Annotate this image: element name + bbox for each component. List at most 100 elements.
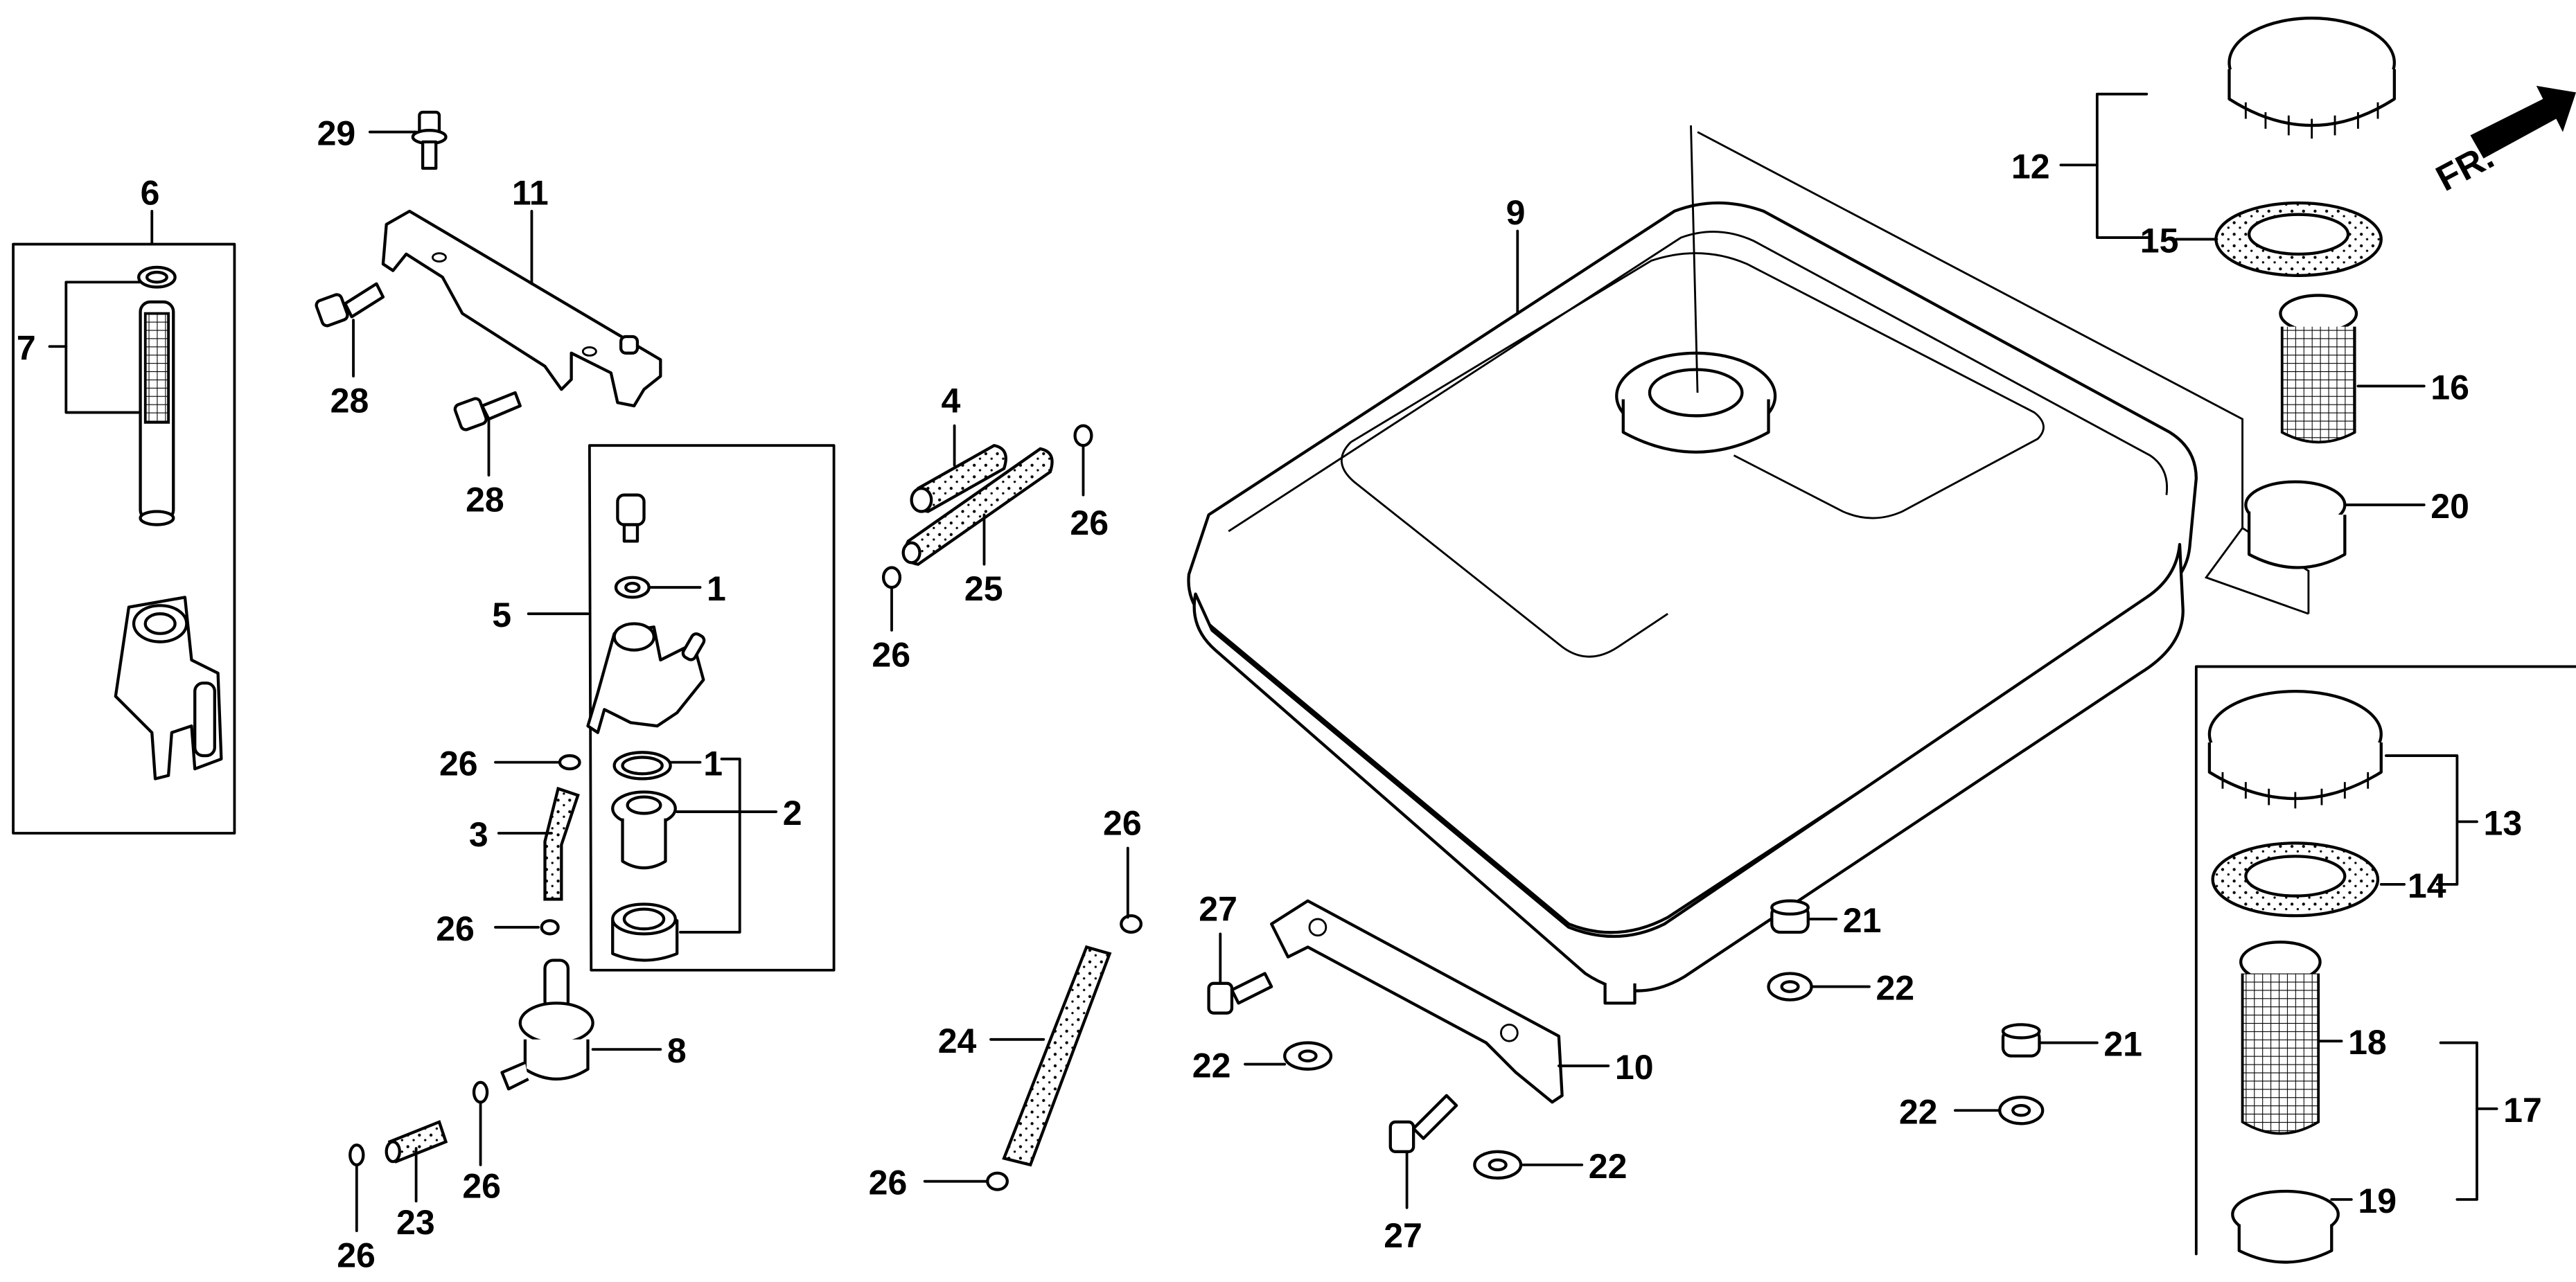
bracket-13-14: [2385, 754, 2478, 886]
callout-17[interactable]: 17: [2503, 1091, 2542, 1130]
bracket-10: [1270, 899, 1564, 1104]
callout-29[interactable]: 29: [317, 114, 356, 153]
callout-23[interactable]: 23: [396, 1203, 435, 1242]
callout-14[interactable]: 14: [2408, 866, 2446, 905]
cup-nut-2: [611, 902, 679, 962]
fr-arrow: [2470, 85, 2576, 159]
callout-21-a[interactable]: 21: [1843, 901, 1882, 940]
callout-21-b[interactable]: 21: [2103, 1025, 2142, 1064]
nut-22-c: [1767, 972, 1813, 1001]
callout-26-a[interactable]: 26: [439, 745, 478, 783]
callout-6[interactable]: 6: [141, 173, 160, 212]
fuel-cock-5: [586, 622, 706, 734]
callout-9[interactable]: 9: [1506, 193, 1526, 232]
callout-7[interactable]: 7: [17, 328, 36, 367]
strainer-18: [2239, 941, 2322, 1135]
callout-26-b[interactable]: 26: [436, 909, 475, 948]
strainer-holder-20: [2244, 480, 2347, 569]
reference-lines: [1690, 125, 2310, 615]
callout-22-a[interactable]: 22: [1192, 1047, 1231, 1085]
group-box-6: [12, 210, 236, 835]
bracket-12-15: [2059, 92, 2152, 239]
strainer-tube-7: [139, 300, 175, 526]
bolt-28-upper: [315, 282, 385, 328]
callout-26-c[interactable]: 26: [462, 1167, 501, 1206]
callout-27-a[interactable]: 27: [1199, 889, 1237, 928]
tube-25: [901, 447, 1054, 566]
callout-20[interactable]: 20: [2431, 487, 2469, 526]
callout-16[interactable]: 16: [2431, 368, 2469, 407]
callout-18[interactable]: 18: [2348, 1023, 2387, 1062]
callout-24[interactable]: 24: [938, 1022, 977, 1060]
bolt-27-a: [1207, 972, 1273, 1015]
strainer-7-bracket: [48, 281, 147, 414]
clip-26-d: [349, 1143, 365, 1167]
o-ring-7: [137, 265, 177, 289]
callout-22-d[interactable]: 22: [1899, 1092, 1938, 1131]
callout-3[interactable]: 3: [469, 815, 488, 854]
callout-26-f[interactable]: 26: [1070, 504, 1109, 542]
cap-packing-14: [2211, 842, 2380, 918]
callout-4[interactable]: 4: [942, 382, 961, 420]
tube-23: [385, 1120, 448, 1164]
callout-2[interactable]: 2: [783, 794, 802, 833]
callout-8[interactable]: 8: [667, 1031, 687, 1070]
callout-26-e[interactable]: 26: [872, 635, 910, 674]
nut-22-b: [1473, 1150, 1523, 1180]
callout-22-b[interactable]: 22: [1589, 1147, 1627, 1186]
callout-11[interactable]: 11: [512, 173, 549, 212]
filler-cap-13: [2207, 690, 2383, 809]
nut-22-a: [1283, 1041, 1333, 1071]
clip-26-e: [881, 566, 902, 589]
fuel-filter-8: [500, 959, 594, 1091]
callout-27-b[interactable]: 27: [1384, 1216, 1422, 1255]
callout-19[interactable]: 19: [2358, 1182, 2397, 1220]
clip-26-g: [1120, 914, 1143, 934]
clip-26-h: [986, 1171, 1009, 1191]
callout-25[interactable]: 25: [964, 569, 1003, 608]
clip-26-c: [472, 1080, 489, 1104]
callout-28-lower[interactable]: 28: [466, 481, 504, 519]
callout-22-c[interactable]: 22: [1876, 969, 1914, 1008]
tube-4: [910, 443, 1007, 513]
bolt-29: [411, 110, 448, 170]
tube-24: [1002, 945, 1112, 1167]
strainer-16: [2279, 294, 2358, 444]
callout-26-g[interactable]: 26: [1103, 803, 1142, 842]
group-box-13: [2194, 665, 2576, 1256]
bolt-27-b: [1388, 1094, 1458, 1153]
callout-1-lower[interactable]: 1: [703, 745, 723, 783]
clip-26-a: [558, 754, 581, 771]
callout-5[interactable]: 5: [492, 596, 511, 634]
callout-1-upper[interactable]: 1: [707, 569, 726, 608]
cushion-21-b: [2001, 1023, 2041, 1058]
cap-plug-5: [616, 493, 646, 543]
callout-13[interactable]: 13: [2484, 803, 2523, 842]
nut-22-d: [1998, 1096, 2045, 1125]
seal-1-upper: [614, 576, 651, 599]
group-box-5: [588, 444, 836, 972]
bracket-2: [676, 757, 741, 934]
filler-cap-12: [2227, 17, 2396, 139]
callout-10[interactable]: 10: [1615, 1048, 1654, 1087]
callout-12[interactable]: 12: [2011, 147, 2050, 186]
bolt-28-lower: [453, 391, 522, 431]
fuel-cup-2: [611, 790, 677, 870]
bracket-11: [381, 209, 662, 408]
o-ring-1-lower: [612, 751, 672, 781]
clip-26-f: [1073, 424, 1093, 447]
fuel-tank-9: [1187, 201, 2198, 1005]
leader-lines: [352, 130, 2426, 1233]
callout-26-d[interactable]: 26: [337, 1236, 376, 1275]
cushion-21-a: [1770, 899, 1810, 934]
clip-26-b: [540, 919, 560, 936]
callout-labels: 29 11 6 7 28 28 5 1 1 2 3 26 26 8 23 26 …: [17, 114, 2542, 1275]
callout-28-upper[interactable]: 28: [330, 382, 369, 420]
fuel-cock-body-6: [114, 596, 223, 781]
callout-15[interactable]: 15: [2140, 221, 2179, 260]
tube-3: [543, 786, 580, 901]
bracket-17-18-19: [2439, 1041, 2498, 1201]
callout-26-h[interactable]: 26: [869, 1164, 908, 1202]
cap-packing-15: [2214, 201, 2383, 277]
